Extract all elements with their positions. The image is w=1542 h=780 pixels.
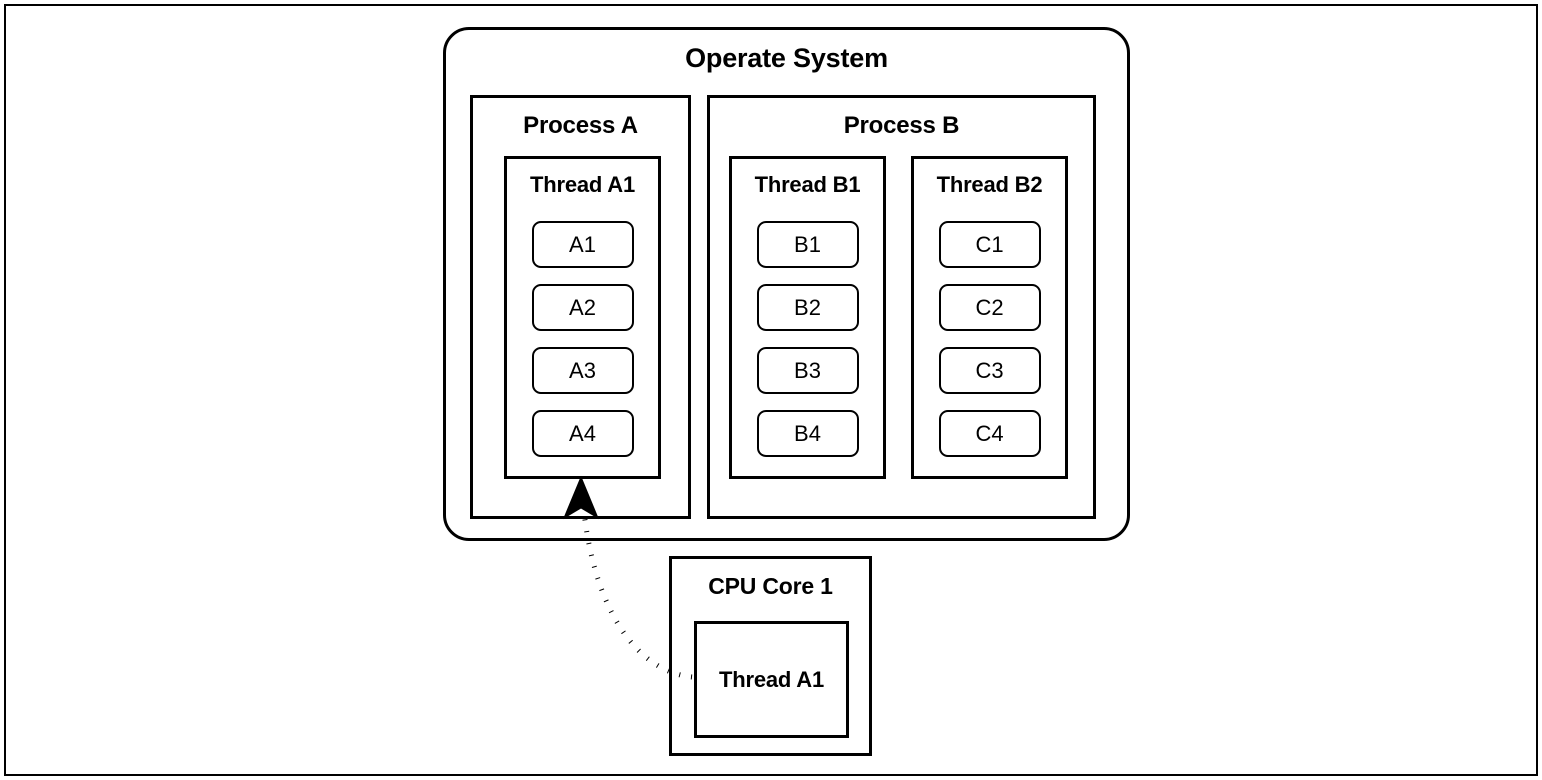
process-b-title: Process B (843, 112, 960, 139)
task-box: A2 (531, 284, 634, 331)
thread-b2-title: Thread B2 (936, 172, 1043, 197)
process-a-title: Process A (523, 112, 638, 139)
task-box: A4 (531, 410, 634, 457)
task-box: A3 (531, 347, 634, 394)
cpu-core-title: CPU Core 1 (708, 573, 833, 599)
thread-b1-title: Thread B1 (754, 172, 861, 197)
task-box: B1 (756, 221, 859, 268)
cpu-core-container: CPU Core 1 Thread A1 (669, 556, 872, 756)
task-box: C2 (938, 284, 1041, 331)
image-border (4, 4, 1538, 776)
task-box: C1 (938, 221, 1041, 268)
task-box: A1 (531, 221, 634, 268)
thread-b2-container: Thread B2 C1 C2 C3 C4 (911, 156, 1068, 479)
task-box: B2 (756, 284, 859, 331)
task-box: C4 (938, 410, 1041, 457)
thread-a1-task-list: A1 A2 A3 A4 (507, 221, 658, 473)
task-box: B3 (756, 347, 859, 394)
thread-a1-title: Thread A1 (530, 172, 635, 197)
task-box: B4 (756, 410, 859, 457)
thread-b2-task-list: C1 C2 C3 C4 (914, 221, 1065, 473)
operate-system-title: Operate System (685, 43, 888, 73)
task-box: C3 (938, 347, 1041, 394)
thread-a1-container: Thread A1 A1 A2 A3 A4 (504, 156, 661, 479)
cpu-core-running-thread: Thread A1 (694, 621, 849, 738)
thread-b1-task-list: B1 B2 B3 B4 (732, 221, 883, 473)
thread-b1-container: Thread B1 B1 B2 B3 B4 (729, 156, 886, 479)
